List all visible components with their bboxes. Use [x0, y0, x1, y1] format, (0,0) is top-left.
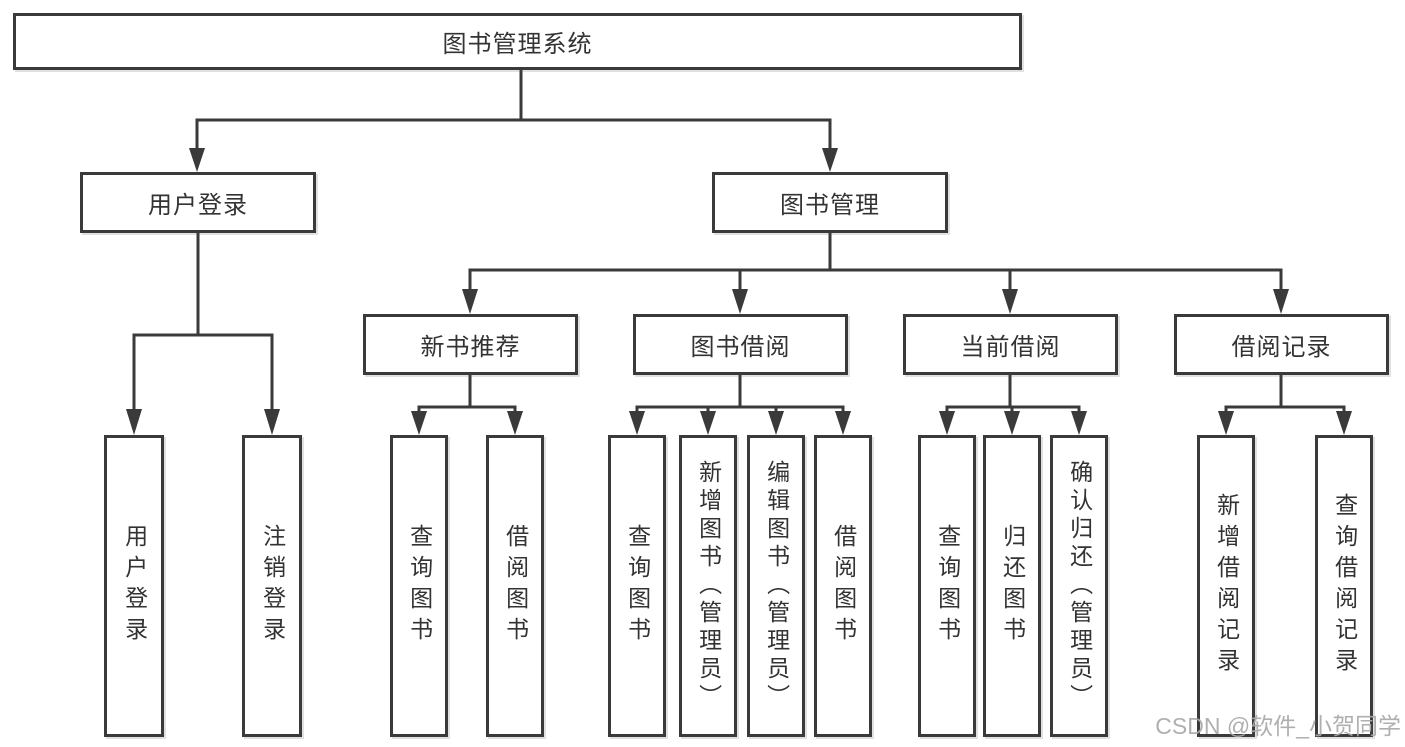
node-label: 查询图书 — [934, 524, 961, 648]
user-login-branch-connector — [126, 231, 280, 435]
node-current-borrow: 当前借阅 — [903, 314, 1118, 375]
node-label: 用户登录 — [121, 524, 148, 648]
leaf-borrow-query-books: 查询图书 — [608, 435, 666, 737]
node-book-management: 图书管理 — [712, 172, 948, 233]
node-label: 查询图书 — [624, 524, 651, 648]
leaf-logout-login: 注销登录 — [242, 435, 302, 737]
leaf-user-login: 用户登录 — [104, 435, 164, 737]
node-library-management-system: 图书管理系统 — [13, 13, 1022, 70]
arrowhead — [1002, 289, 1018, 314]
leaf-records-query-record: 查询借阅记录 — [1315, 435, 1373, 737]
node-borrow-records: 借阅记录 — [1174, 314, 1389, 375]
node-label: 借阅图书 — [502, 524, 529, 648]
borrow-records-leaf-connector — [1218, 375, 1352, 435]
leaf-borrow-add-books-admin: 新增图书（管理员） — [679, 435, 737, 737]
leaf-current-query-books: 查询图书 — [918, 435, 976, 737]
leaf-newbook-query-books: 查询图书 — [390, 435, 448, 737]
arrowhead — [629, 411, 645, 435]
csdn-watermark: CSDN @软件_小贺同学 — [1155, 713, 1401, 739]
node-label: 当前借阅 — [960, 334, 1061, 361]
arrowhead — [835, 411, 851, 435]
leaf-borrow-borrow-books: 借阅图书 — [814, 435, 872, 737]
node-label: 编辑图书（管理员） — [763, 460, 790, 712]
book-borrow-leaf-connector — [629, 375, 851, 435]
arrowhead — [1004, 411, 1020, 435]
node-label: 图书管理系统 — [442, 31, 593, 58]
node-label: 借阅图书 — [830, 524, 857, 648]
node-book-borrow: 图书借阅 — [633, 314, 848, 375]
arrowhead — [822, 148, 838, 172]
leaf-current-confirm-return-admin: 确认归还（管理员） — [1050, 435, 1108, 737]
arrowhead — [1273, 289, 1289, 314]
node-label: 注销登录 — [259, 524, 286, 648]
node-label: 借阅记录 — [1231, 334, 1332, 361]
node-label: 查询借阅记录 — [1331, 493, 1358, 679]
arrowhead — [189, 148, 205, 172]
node-label: 用户登录 — [148, 192, 248, 219]
arrowhead — [411, 411, 427, 435]
node-user-login: 用户登录 — [80, 172, 316, 233]
book-management-branch-connector — [462, 231, 1289, 314]
root-to-level2-connector — [189, 68, 838, 172]
node-label: 新增借阅记录 — [1213, 493, 1240, 679]
node-new-book-recommend: 新书推荐 — [363, 314, 578, 375]
arrowhead — [700, 411, 716, 435]
leaf-records-add-record: 新增借阅记录 — [1197, 435, 1255, 737]
arrowhead — [1071, 411, 1087, 435]
arrowhead — [939, 411, 955, 435]
leaf-newbook-borrow-books: 借阅图书 — [486, 435, 544, 737]
node-label: 归还图书 — [999, 524, 1026, 648]
leaf-borrow-edit-books-admin: 编辑图书（管理员） — [747, 435, 805, 737]
node-label: 图书借阅 — [690, 334, 791, 361]
leaf-current-return-books: 归还图书 — [983, 435, 1041, 737]
node-label: 查询图书 — [406, 524, 433, 648]
node-label: 图书管理 — [780, 192, 880, 219]
new-book-recommend-leaf-connector — [411, 375, 523, 435]
arrowhead — [1218, 411, 1234, 435]
node-label: 确认归还（管理员） — [1066, 460, 1093, 712]
arrowhead — [732, 289, 748, 314]
arrowhead — [264, 409, 280, 435]
node-label: 新书推荐 — [420, 334, 521, 361]
arrowhead — [126, 409, 142, 435]
current-borrow-leaf-connector — [939, 375, 1087, 435]
arrowhead — [1336, 411, 1352, 435]
arrowhead — [768, 411, 784, 435]
arrowhead — [462, 289, 478, 314]
node-label: 新增图书（管理员） — [695, 460, 722, 712]
arrowhead — [507, 411, 523, 435]
